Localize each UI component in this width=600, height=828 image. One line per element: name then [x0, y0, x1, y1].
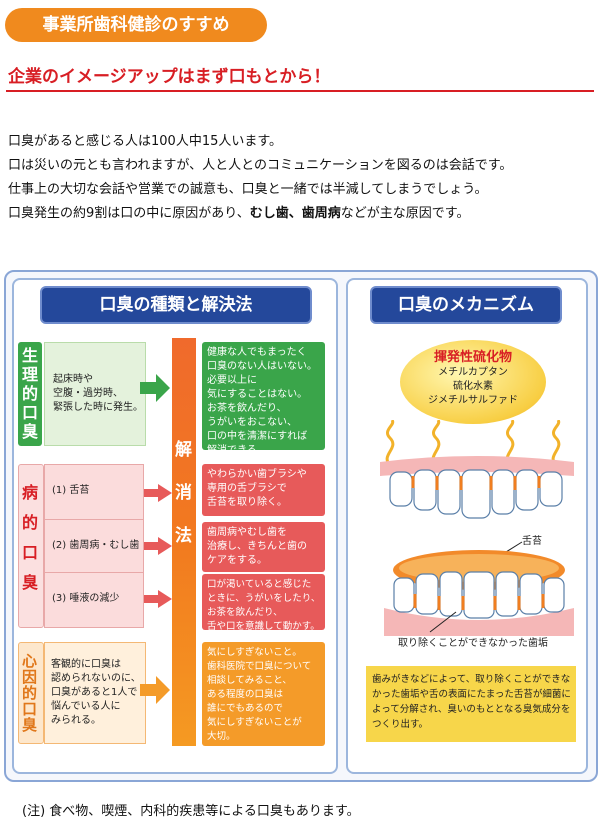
physio-label-bg	[18, 342, 42, 446]
disease-cause-1: (1) 舌苔	[52, 485, 90, 496]
disease-arrow-3-icon	[144, 590, 172, 608]
psycho-cause: 客観的に口臭は 認められないのに、 口臭があると1人で 悩んでいる人に みられる…	[44, 642, 146, 744]
psycho-label: 心因的口臭	[20, 653, 38, 733]
physio-label: 生理的口臭	[19, 346, 38, 442]
tongue-coating-label: 舌苔	[522, 536, 542, 547]
disease-solution-2: 歯周病やむし歯を 治療し、きちんと歯の ケアをする。	[202, 522, 325, 572]
mechanism-title: 口臭のメカニズム	[370, 286, 562, 324]
intro-line-4-post: などが主な原因です。	[340, 206, 470, 221]
disease-arrow-1-icon	[144, 484, 172, 502]
psycho-label-bg	[18, 642, 44, 744]
physio-arrow-icon	[140, 374, 170, 402]
solution-bar-label: 解消法	[171, 440, 191, 569]
disease-solution-3: 口が渇いていると感じた ときに、うがいをしたり、 お茶を飲んだり、 舌や口を意識…	[202, 574, 325, 632]
page-header-title: 事業所歯科健診のすすめ	[5, 8, 267, 42]
intro-line-4-bold: むし歯、歯周病	[249, 206, 341, 221]
footnote: (注) 食べ物、喫煙、内科的疾患等による口臭もあります。	[22, 804, 360, 819]
psycho-arrow-icon	[140, 676, 170, 704]
subtitle-divider	[6, 90, 594, 92]
bubble-title: 揮発性硫化物	[433, 350, 512, 365]
physio-solution: 健康な人でもまったく 口臭のない人はいない。 必要以上に 気にすることはない。 …	[202, 342, 325, 456]
compound-list: メチルカプタン 硫化水素 ジメチルサルファド	[400, 366, 546, 408]
disease-label-bg	[18, 464, 44, 628]
disease-solution-1: やわらかい歯ブラシや 専用の舌ブラシで 舌苔を取り除く。	[202, 464, 325, 516]
psycho-solution: 気にしすぎないこと。 歯科医院で口臭について 相談してみること、 ある程度の口臭…	[202, 642, 325, 746]
odor-types-title: 口臭の種類と解決法	[40, 286, 312, 324]
plaque-label: 取り除くことができなかった歯垢	[398, 638, 548, 649]
psycho-cause-text: 客観的に口臭は 認められないのに、 口臭があると1人で 悩んでいる人に みられる…	[51, 659, 141, 726]
page-subtitle: 企業のイメージアップはまず口もとから！	[8, 67, 331, 87]
physio-cause-text: 起床時や 空腹・過労時、 緊張した時に発生。	[53, 374, 143, 413]
disease-divider-1	[44, 519, 143, 520]
disease-causes-box	[44, 464, 144, 628]
disease-label: 病的口臭	[19, 484, 38, 604]
plaque-pointer-icon	[429, 611, 457, 633]
mechanism-explanation: 歯みがきなどによって、取り除くことができな かった歯垢や舌の表面にたまった舌苔が…	[366, 666, 576, 742]
intro-line-4-pre: 口臭発生の約9割は口の中に原因があり、	[8, 206, 250, 221]
disease-cause-3: (3) 唾液の減少	[52, 593, 120, 604]
intro-line-4: 口臭発生の約9割は口の中に原因があり、むし歯、歯周病などが主な原因です。	[8, 202, 469, 221]
lower-teeth-icon	[384, 550, 574, 636]
intro-line-3: 仕事上の大切な会話や営業での誠意も、口臭と一緒では半減してしまうでしょう。	[8, 182, 488, 197]
compound-2: 硫化水素	[453, 381, 493, 392]
disease-arrow-2-icon	[144, 537, 172, 555]
disease-divider-2	[44, 572, 143, 573]
intro-line-1: 口臭があると感じる人は100人中15人います。	[8, 134, 283, 149]
solution-bar	[172, 338, 196, 746]
compound-3: ジメチルサルファド	[428, 395, 518, 406]
physio-cause: 起床時や 空腹・過労時、 緊張した時に発生。	[44, 342, 146, 446]
compound-1: メチルカプタン	[438, 367, 508, 378]
intro-line-2: 口は災いの元とも言われますが、人と人とのコミュニケーションを図るのは会話です。	[8, 158, 513, 173]
sulfide-bubble	[400, 340, 546, 424]
disease-cause-2: (2) 歯周病・むし歯	[52, 540, 140, 551]
upper-teeth-icon	[380, 456, 574, 519]
